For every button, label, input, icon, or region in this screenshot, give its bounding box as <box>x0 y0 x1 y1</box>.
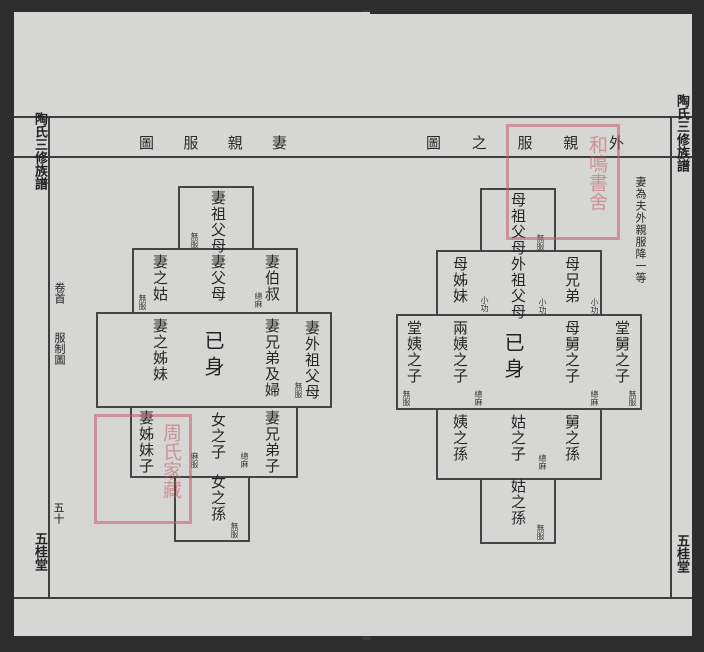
title-rule <box>14 156 370 158</box>
r-mark-c3: 總麻 <box>538 454 547 470</box>
spine-rule <box>48 116 50 598</box>
cell-top: 妻祖父母 <box>209 190 227 254</box>
r-cell-top: 母祖父母 <box>509 192 527 256</box>
r-cell-l3: 姨之孫 <box>451 414 469 462</box>
r-cell-l1: 母姊妹 <box>451 256 469 304</box>
cell-c3: 女之子 <box>209 412 227 460</box>
mark-far-r: 無服 <box>294 382 303 398</box>
r-cell-r3: 舅之孫 <box>563 414 581 462</box>
r-cell-r1: 母兄弟 <box>563 256 581 304</box>
r-cell-c1: 外祖父母 <box>509 256 527 320</box>
spine-volume: 卷首 <box>53 282 66 304</box>
red-seal-stamp: 周氏家藏 <box>94 414 192 524</box>
note-text: 妻為夫外親服降一等 <box>634 176 647 284</box>
r-cell-center: 已身 <box>501 332 525 384</box>
r-cell-bottom: 姑之孫 <box>509 478 527 526</box>
bottom-rule-right <box>366 597 692 599</box>
cell-l1: 妻之姑 <box>151 254 169 302</box>
cell-c1: 妻父母 <box>209 254 227 302</box>
top-rule <box>14 116 370 118</box>
r-mark-far-l: 無服 <box>402 390 411 406</box>
page-title: 圖 服 親 妻 <box>139 134 289 152</box>
mark-c3: 總麻 <box>240 452 249 468</box>
hall-name-right: 五桂堂 <box>674 534 689 573</box>
cell-l2: 妻之姊妹 <box>151 318 169 382</box>
red-seal-stamp-right: 和鳴書舍 <box>506 124 620 240</box>
block-bottom <box>174 476 250 542</box>
mark-l3: 麻服 <box>190 452 199 468</box>
mark-top: 無服 <box>190 232 199 248</box>
cell-l3: 妻姊妹子 <box>137 410 155 474</box>
title-rule-right <box>366 156 692 158</box>
r-mark-r2: 總麻 <box>590 390 599 406</box>
spine-title-right: 陶氏三修族譜 <box>674 94 689 172</box>
r-cell-far-l: 堂姨之子 <box>405 320 423 384</box>
r-cell-l2: 兩姨之子 <box>451 320 469 384</box>
bottom-rule <box>14 597 370 599</box>
r-mark-l1: 小功 <box>480 296 489 312</box>
spine-section: 服制圖 <box>53 332 66 365</box>
cell-r2: 妻兄弟及婦 <box>263 318 281 398</box>
cell-r3: 妻兄弟子 <box>263 410 281 474</box>
page-title-right: 圖 之 服 親 外 <box>426 134 626 152</box>
cell-bottom: 女之孫 <box>209 474 227 522</box>
hall-name: 五桂堂 <box>32 532 47 571</box>
r-mark-bottom: 無服 <box>536 524 545 540</box>
r-cell-far-r: 堂舅之子 <box>613 320 631 384</box>
cell-far-r: 妻外祖父母 <box>303 320 321 400</box>
cell-r1: 妻伯叔 <box>263 254 281 302</box>
cell-center: 已身 <box>201 330 225 382</box>
spine-title: 陶氏三修族譜 <box>32 112 47 190</box>
left-page: 陶氏三修族譜 卷首 服制圖 五十 五桂堂 圖 服 親 妻 妻祖父母 無服 妻之姑… <box>14 12 370 636</box>
page-number: 五十 <box>52 502 65 524</box>
r-block-bottom <box>480 478 556 544</box>
mark-r1: 總麻 <box>254 292 263 308</box>
r-mark-far-r: 無服 <box>628 390 637 406</box>
mark-l1: 無服 <box>138 294 147 310</box>
top-rule-right <box>366 116 692 118</box>
r-mark-l2: 總麻 <box>474 390 483 406</box>
mark-bottom: 無服 <box>230 522 239 538</box>
right-page: 陶氏三修族譜 五桂堂 圖 之 服 親 外 妻為夫外親服降一等 母祖父母 無服 母… <box>366 14 692 636</box>
r-mark-r1: 小功 <box>590 298 599 314</box>
r-cell-c3: 姑之子 <box>509 414 527 462</box>
spine-rule-right <box>670 116 672 598</box>
r-mark-c1: 小功 <box>538 298 547 314</box>
r-mark-top: 無服 <box>536 234 545 250</box>
r-cell-r2: 母舅之子 <box>563 320 581 384</box>
